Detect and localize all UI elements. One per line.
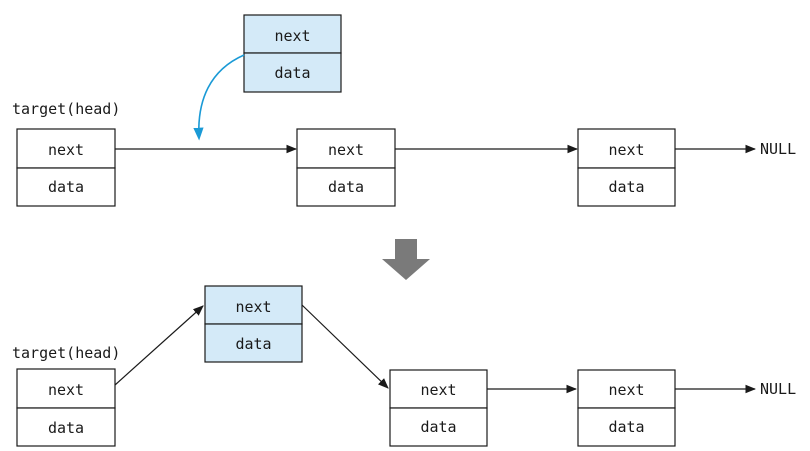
top-node-3-next-label: next xyxy=(608,141,644,159)
bottom-node-4-data-cell xyxy=(577,407,676,447)
top-null-label: NULL xyxy=(760,140,796,158)
top-insert-curve-arrow xyxy=(193,54,245,141)
top-node-head-data-cell xyxy=(16,167,116,207)
top-new-node-data-cell xyxy=(243,52,342,93)
bottom-node-head-data-label: data xyxy=(48,419,84,437)
top-node-2-next-label: next xyxy=(328,141,364,159)
top-node-2-data-label: data xyxy=(328,178,364,196)
top-node-3-data-cell xyxy=(577,167,676,207)
bottom-new-node: next data xyxy=(204,285,303,363)
bottom-null-label: NULL xyxy=(760,380,796,398)
bottom-node-3-next-label: next xyxy=(420,381,456,399)
bottom-node-3: next data xyxy=(389,369,488,447)
top-node-head-data-label: data xyxy=(48,178,84,196)
top-node-head: next data xyxy=(16,128,116,207)
bottom-node-3-data-cell xyxy=(389,407,488,447)
bottom-node-4: next data xyxy=(577,369,676,447)
bottom-new-node-next-label: next xyxy=(235,298,271,316)
bottom-node-head-next-label: next xyxy=(48,381,84,399)
bottom-panel: target(head) next data next data next da… xyxy=(12,285,796,447)
transition-down-arrow-icon xyxy=(382,239,430,280)
bottom-head-label: target(head) xyxy=(12,344,120,362)
top-new-node: next data xyxy=(243,14,342,93)
bottom-edge-head-to-new-node xyxy=(114,305,204,386)
bottom-node-3-next-cell xyxy=(389,369,488,409)
top-panel: next data target(head) next data next da… xyxy=(12,14,796,207)
top-new-node-next-label: next xyxy=(274,27,310,45)
top-node-head-next-label: next xyxy=(48,141,84,159)
bottom-node-4-data-label: data xyxy=(608,418,644,436)
bottom-edge-new-node-to-node3 xyxy=(301,304,389,389)
bottom-new-node-data-label: data xyxy=(235,335,271,353)
bottom-node-head-data-cell xyxy=(16,407,116,447)
bottom-node-4-next-label: next xyxy=(608,381,644,399)
top-head-label: target(head) xyxy=(12,100,120,118)
top-node-head-next-cell xyxy=(16,128,116,169)
top-node-2-data-cell xyxy=(296,167,396,207)
bottom-new-node-data-cell xyxy=(204,323,303,363)
top-node-3: next data xyxy=(577,128,676,207)
top-node-3-next-cell xyxy=(577,128,676,169)
top-node-3-data-label: data xyxy=(608,178,644,196)
bottom-node-head-next-cell xyxy=(16,368,116,409)
top-node-2: next data xyxy=(296,128,396,207)
bottom-node-3-data-label: data xyxy=(420,418,456,436)
top-new-node-data-label: data xyxy=(274,64,310,82)
top-new-node-next-cell xyxy=(243,14,342,54)
bottom-node-head: next data xyxy=(16,368,116,447)
